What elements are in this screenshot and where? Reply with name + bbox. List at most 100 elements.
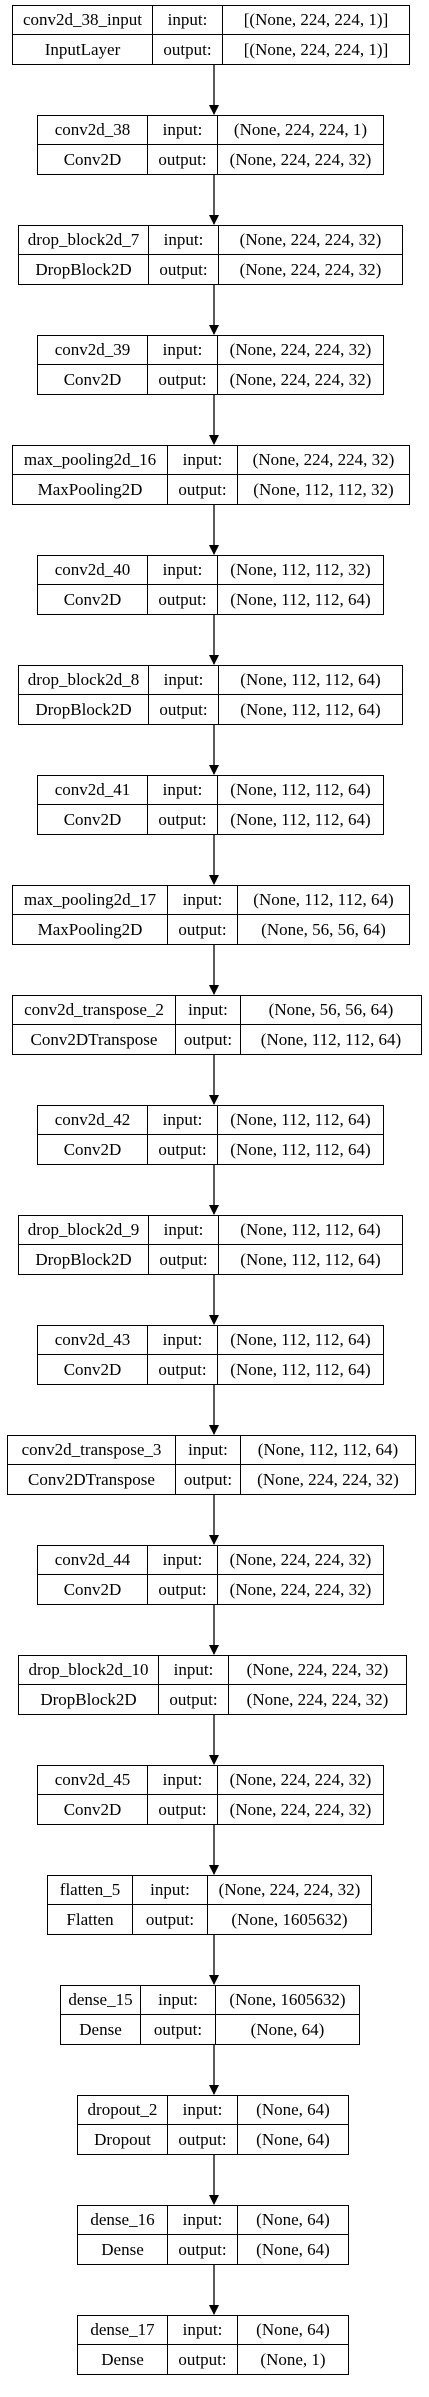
output-label: output: bbox=[176, 1025, 241, 1054]
layer-name: drop_block2d_8 bbox=[19, 666, 149, 695]
layer-type: Conv2D bbox=[38, 585, 148, 614]
output-shape: (None, 112, 112, 64) bbox=[230, 1139, 371, 1159]
output-label: output: bbox=[153, 35, 223, 64]
output-label: output: bbox=[168, 2125, 238, 2154]
layer-type: DropBlock2D bbox=[19, 1685, 159, 1714]
output-shape: [(None, 224, 224, 1)] bbox=[243, 39, 389, 59]
layer-type: Conv2D bbox=[38, 1355, 148, 1384]
output-shape: (None, 112, 112, 64) bbox=[230, 809, 371, 829]
output-label: output: bbox=[133, 1905, 208, 1934]
output-label: output: bbox=[149, 1245, 219, 1274]
layer-name: conv2d_42 bbox=[38, 1106, 148, 1135]
layer-type: MaxPooling2D bbox=[13, 915, 168, 944]
input-shape: [(None, 224, 224, 1)] bbox=[223, 6, 409, 35]
input-shape: (None, 112, 112, 64) bbox=[218, 1106, 383, 1135]
layer-type: DropBlock2D bbox=[19, 1245, 149, 1274]
layer-type: Dropout bbox=[78, 2125, 168, 2154]
layer-name: max_pooling2d_17 bbox=[13, 886, 168, 915]
output-shape: (None, 224, 224, 32) bbox=[239, 259, 382, 279]
layer-name: dense_17 bbox=[78, 2316, 168, 2345]
layer-name: conv2d_44 bbox=[38, 1546, 148, 1575]
layer-name: drop_block2d_7 bbox=[19, 226, 149, 255]
layer-type: Conv2D bbox=[38, 1575, 148, 1604]
output-label: output: bbox=[168, 915, 238, 944]
output-label: output: bbox=[148, 1135, 218, 1164]
input-label: input: bbox=[168, 2316, 238, 2345]
layer-name: drop_block2d_9 bbox=[19, 1216, 149, 1245]
layer-name: conv2d_45 bbox=[38, 1766, 148, 1795]
output-shape: (None, 1605632) bbox=[231, 1909, 348, 1929]
input-label: input: bbox=[168, 2096, 238, 2125]
layer-type: MaxPooling2D bbox=[13, 475, 168, 504]
layer-name: conv2d_39 bbox=[38, 336, 148, 365]
input-label: input: bbox=[148, 1766, 218, 1795]
layer-type: Conv2D bbox=[38, 1135, 148, 1164]
input-label: input: bbox=[149, 666, 219, 695]
input-shape: (None, 1605632) bbox=[216, 1986, 359, 2015]
input-shape: (None, 224, 224, 32) bbox=[238, 446, 409, 475]
input-label: input: bbox=[149, 1216, 219, 1245]
layer-type: Flatten bbox=[48, 1905, 133, 1934]
layer-name: max_pooling2d_16 bbox=[13, 446, 168, 475]
input-label: input: bbox=[153, 6, 223, 35]
layer-type: Dense bbox=[61, 2015, 141, 2044]
input-label: input: bbox=[149, 226, 219, 255]
output-shape: (None, 224, 224, 32) bbox=[229, 369, 372, 389]
input-shape: (None, 224, 224, 32) bbox=[218, 336, 383, 365]
layer-type: DropBlock2D bbox=[19, 695, 149, 724]
layer-name: conv2d_43 bbox=[38, 1326, 148, 1355]
input-label: input: bbox=[141, 1986, 216, 2015]
layer-name: conv2d_transpose_3 bbox=[8, 1436, 176, 1465]
output-shape: (None, 224, 224, 32) bbox=[257, 1469, 399, 1489]
layer-type: Conv2D bbox=[38, 1795, 148, 1824]
output-label: output: bbox=[176, 1465, 241, 1494]
output-shape: (None, 64) bbox=[256, 2239, 330, 2259]
output-label: output: bbox=[148, 1575, 218, 1604]
layer-name: drop_block2d_10 bbox=[19, 1656, 159, 1685]
input-shape: (None, 112, 112, 64) bbox=[238, 886, 409, 915]
output-shape: (None, 112, 112, 64) bbox=[240, 699, 381, 719]
layer-name: dense_15 bbox=[61, 1986, 141, 2015]
input-shape: (None, 112, 112, 64) bbox=[219, 1216, 402, 1245]
input-label: input: bbox=[148, 336, 218, 365]
input-label: input: bbox=[148, 116, 218, 145]
input-shape: (None, 64) bbox=[238, 2316, 348, 2345]
input-shape: (None, 112, 112, 64) bbox=[241, 1436, 415, 1465]
input-label: input: bbox=[148, 1106, 218, 1135]
output-label: output: bbox=[148, 365, 218, 394]
input-label: input: bbox=[168, 886, 238, 915]
input-label: input: bbox=[148, 1326, 218, 1355]
layer-name: conv2d_38_input bbox=[13, 6, 153, 35]
layer-name: conv2d_transpose_2 bbox=[13, 996, 176, 1025]
output-shape: (None, 224, 224, 32) bbox=[246, 1689, 389, 1709]
input-shape: (None, 56, 56, 64) bbox=[241, 996, 421, 1025]
input-label: input: bbox=[176, 1436, 241, 1465]
layer-name: conv2d_40 bbox=[38, 556, 148, 585]
output-shape: (None, 112, 112, 64) bbox=[230, 589, 371, 609]
output-shape: (None, 64) bbox=[256, 2129, 330, 2149]
output-label: output: bbox=[168, 2235, 238, 2264]
output-shape: (None, 224, 224, 32) bbox=[229, 1579, 372, 1599]
output-shape: (None, 112, 112, 64) bbox=[260, 1029, 402, 1049]
input-label: input: bbox=[159, 1656, 229, 1685]
input-label: input: bbox=[133, 1876, 208, 1905]
output-label: output: bbox=[141, 2015, 216, 2044]
output-label: output: bbox=[148, 805, 218, 834]
